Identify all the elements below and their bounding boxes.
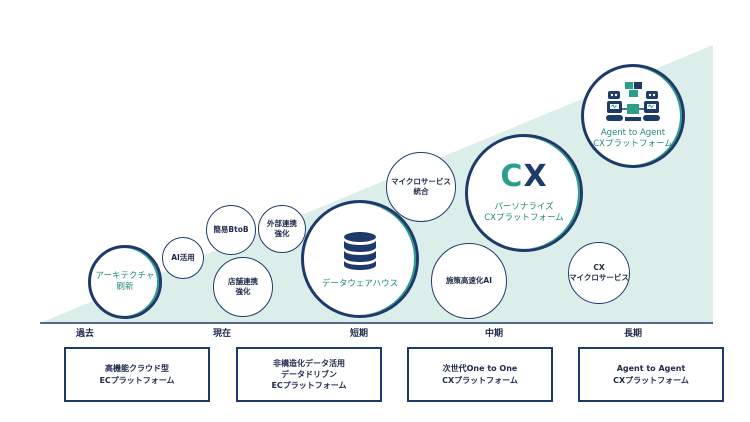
- circle-store-link-label: 店舗連携 強化: [228, 276, 258, 296]
- stage-box-long-term-label: Agent to Agent CXプラットフォーム: [613, 364, 689, 385]
- circle-personalize-label: パーソナライズ CXプラットフォーム: [484, 201, 564, 223]
- circle-cx-microservices-label: CX マイクロサービス: [569, 262, 629, 282]
- circle-ai-use: AI活用: [162, 237, 204, 279]
- circle-external-link-label: 外部連携 強化: [267, 218, 297, 238]
- circle-simple-btob: 簡易BtoB: [206, 205, 256, 255]
- stage-box-long-term: Agent to Agent CXプラットフォーム: [578, 347, 724, 402]
- robots-icon: [606, 81, 660, 121]
- stage-box-mid-term-label: 次世代One to One CXプラットフォーム: [442, 364, 518, 385]
- circle-personalize: CX パーソナライズ CXプラットフォーム: [465, 134, 583, 252]
- timeline-mid-term: 中期: [485, 329, 504, 339]
- circle-ai-use-label: AI活用: [171, 252, 195, 262]
- circle-data-warehouse: データウェアハウス: [301, 200, 419, 318]
- timeline-past: 過去: [76, 329, 95, 339]
- circle-microservices-integration-label: マイクロサービス 統合: [391, 176, 451, 196]
- stage-box-short-term-label: 非構造化データ活用 データドリブン ECプラットフォーム: [271, 358, 347, 391]
- timeline-now: 現在: [213, 329, 232, 339]
- circle-cx-microservices: CX マイクロサービス: [568, 242, 630, 304]
- stage-box-short-term: 非構造化データ活用 データドリブン ECプラットフォーム: [236, 347, 382, 402]
- circle-architecture-label: アーキテクチャ 刷新: [95, 270, 155, 292]
- circle-store-link: 店舗連携 強化: [213, 257, 273, 317]
- stage-box-past: 高機能クラウド型 ECプラットフォーム: [64, 347, 210, 402]
- timeline-long-term: 長期: [624, 329, 643, 339]
- cx-mark: CX: [500, 158, 548, 194]
- circle-external-link: 外部連携 強化: [258, 205, 306, 253]
- circle-architecture: アーキテクチャ 刷新: [88, 245, 162, 319]
- circle-agent-platform-label: Agent to Agent CXプラットフォーム: [593, 127, 673, 149]
- timeline-short-term: 短期: [350, 329, 369, 339]
- stage-box-past-label: 高機能クラウド型 ECプラットフォーム: [99, 364, 175, 385]
- circle-microservices-integration: マイクロサービス 統合: [386, 152, 456, 222]
- circle-measures-ai-label: 施策高速化AI: [445, 275, 493, 285]
- circle-data-warehouse-label: データウェアハウス: [321, 279, 399, 290]
- circle-simple-btob-label: 簡易BtoB: [213, 224, 249, 234]
- circle-agent-platform: Agent to Agent CXプラットフォーム: [581, 64, 685, 168]
- stage-box-mid-term: 次世代One to One CXプラットフォーム: [407, 347, 553, 402]
- circle-measures-ai: 施策高速化AI: [431, 243, 507, 319]
- database-icon: [344, 232, 376, 271]
